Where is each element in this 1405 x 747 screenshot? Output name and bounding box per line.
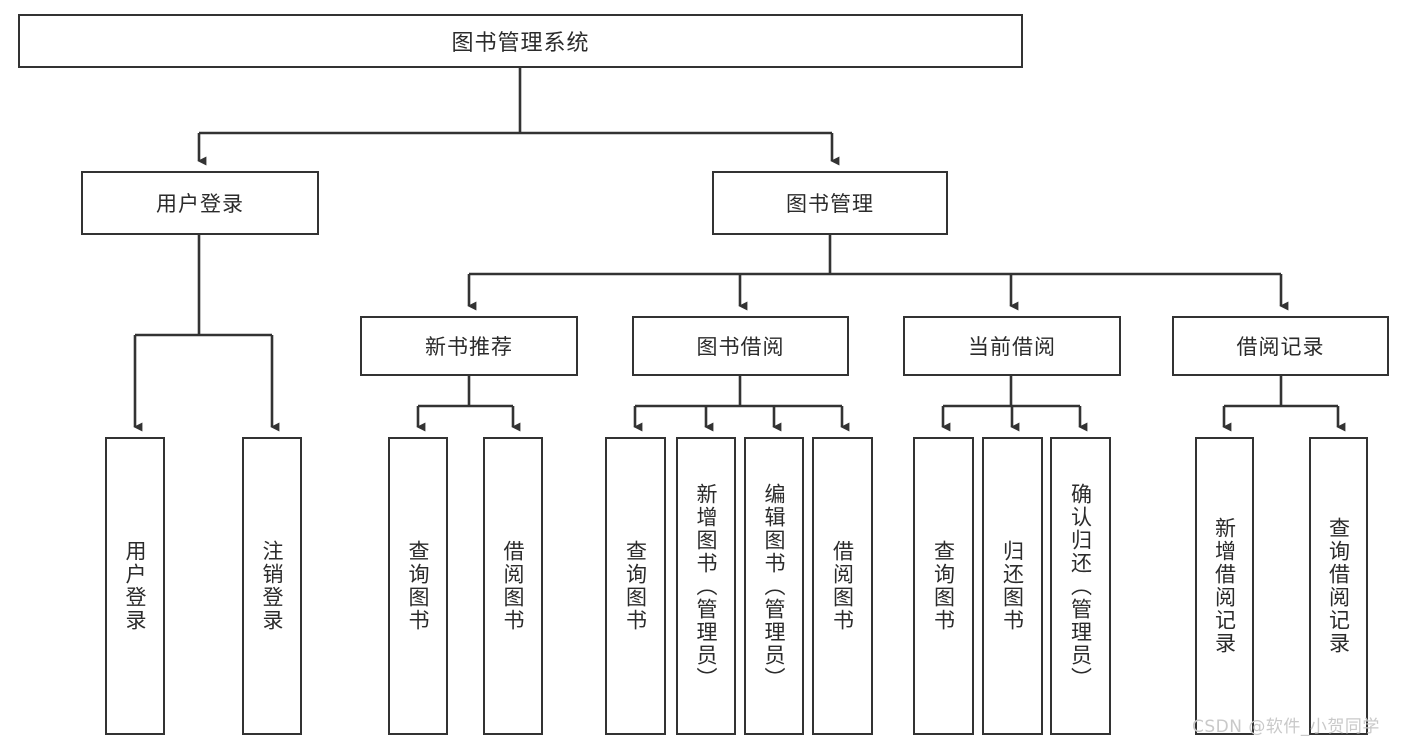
node-leaf-edit-book[interactable]: 编辑图书（管理员）: [744, 437, 804, 735]
node-leaf-user-login[interactable]: 用户登录: [105, 437, 165, 735]
node-leaf-query-record[interactable]: 查询借阅记录: [1309, 437, 1368, 735]
node-new-book-recommend-label: 新书推荐: [425, 335, 513, 359]
node-leaf-edit-book-label: 编辑图书（管理员）: [762, 482, 787, 690]
node-book-borrow[interactable]: 图书借阅: [632, 316, 849, 376]
node-leaf-query-book-current[interactable]: 查询图书: [913, 437, 974, 735]
node-leaf-confirm-return[interactable]: 确认归还（管理员）: [1050, 437, 1111, 735]
node-borrow-record[interactable]: 借阅记录: [1172, 316, 1389, 376]
node-leaf-query-book-rec-label: 查询图书: [406, 540, 431, 632]
node-leaf-confirm-return-label: 确认归还（管理员）: [1068, 482, 1093, 690]
node-leaf-return-book[interactable]: 归还图书: [982, 437, 1043, 735]
node-book-management-label: 图书管理: [786, 192, 874, 216]
node-user-login-label: 用户登录: [156, 192, 244, 216]
node-leaf-borrow-book-label: 借阅图书: [830, 540, 855, 632]
node-leaf-add-book[interactable]: 新增图书（管理员）: [676, 437, 736, 735]
node-leaf-query-book-rec[interactable]: 查询图书: [388, 437, 448, 735]
node-current-borrow-label: 当前借阅: [968, 335, 1056, 359]
node-leaf-query-book-current-label: 查询图书: [931, 540, 956, 632]
node-leaf-query-book-borrow[interactable]: 查询图书: [605, 437, 666, 735]
node-borrow-record-label: 借阅记录: [1236, 335, 1325, 359]
node-leaf-query-record-label: 查询借阅记录: [1326, 517, 1351, 655]
node-leaf-borrow-book[interactable]: 借阅图书: [812, 437, 873, 735]
node-user-login[interactable]: 用户登录: [81, 171, 319, 235]
node-leaf-borrow-book-rec-label: 借阅图书: [501, 540, 526, 632]
csdn-watermark: CSDN @软件_小贺同学: [1192, 717, 1380, 737]
node-leaf-return-book-label: 归还图书: [1000, 540, 1025, 632]
node-leaf-borrow-book-rec[interactable]: 借阅图书: [483, 437, 543, 735]
node-leaf-user-login-label: 用户登录: [123, 540, 148, 632]
node-leaf-add-record-label: 新增借阅记录: [1212, 517, 1237, 655]
node-book-management[interactable]: 图书管理: [712, 171, 948, 235]
node-leaf-logout-label: 注销登录: [260, 540, 285, 632]
node-current-borrow[interactable]: 当前借阅: [903, 316, 1121, 376]
node-book-borrow-label: 图书借阅: [696, 335, 785, 359]
node-leaf-add-book-label: 新增图书（管理员）: [694, 482, 719, 690]
node-root-label: 图书管理系统: [451, 31, 590, 56]
node-root[interactable]: 图书管理系统: [18, 14, 1023, 68]
node-leaf-logout[interactable]: 注销登录: [242, 437, 302, 735]
node-leaf-query-book-borrow-label: 查询图书: [623, 540, 648, 632]
node-leaf-add-record[interactable]: 新增借阅记录: [1195, 437, 1254, 735]
node-new-book-recommend[interactable]: 新书推荐: [360, 316, 578, 376]
